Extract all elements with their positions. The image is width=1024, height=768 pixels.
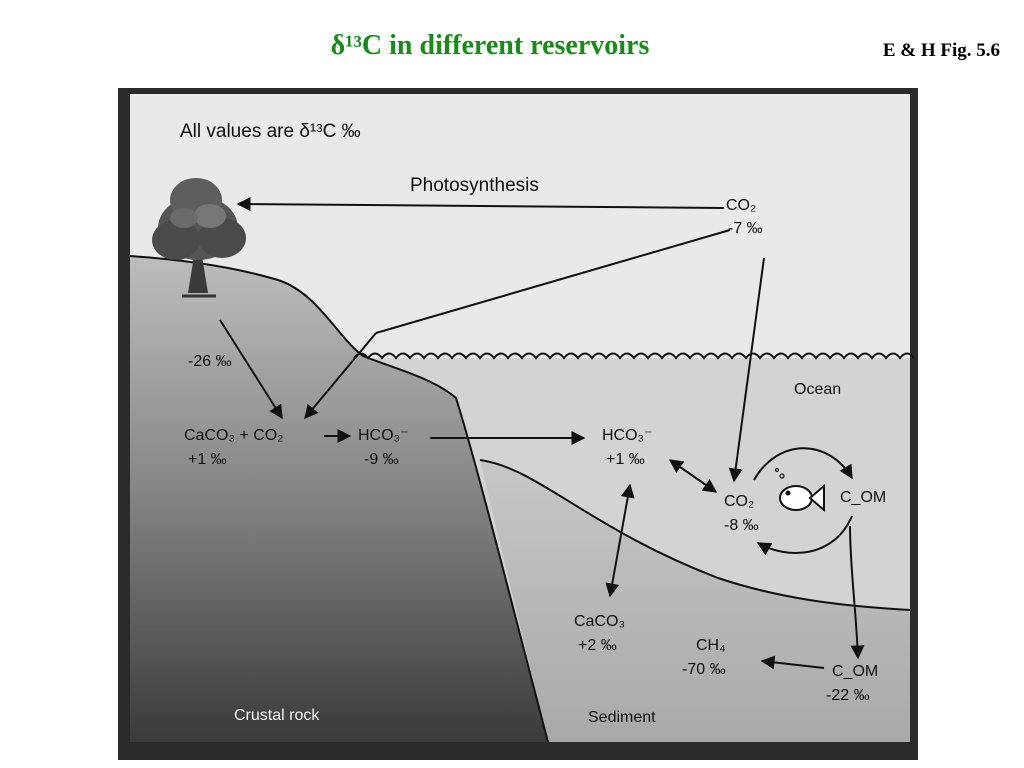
ocean-co2-species: CO₂ [724, 493, 755, 510]
com-to-ch4-arrow [760, 655, 825, 670]
atm-to-ocean-co2-arrow [728, 257, 765, 483]
co2-to-weathering-arrow [304, 332, 377, 420]
sediment-label: Sediment [588, 709, 656, 726]
atm-co2-value: -7 ‰ [728, 220, 763, 237]
com-to-co2-cycle-arrow [756, 515, 853, 556]
crustal-rock-label: Crustal rock [234, 707, 320, 724]
co2-to-weathering-line [375, 229, 731, 334]
figure-reference: E & H Fig. 5.6 [882, 40, 1000, 61]
sed-ch4-species: CH₄ [696, 637, 726, 654]
hco3-co2-exchange-arrow [668, 459, 718, 493]
photosynthesis-label: Photosynthesis [410, 175, 539, 196]
ocean-label: Ocean [794, 381, 842, 398]
sed-caco3-value: +2 ‰ [578, 637, 617, 654]
sed-ch4-value: -70 ‰ [682, 661, 726, 678]
plant-to-weathering-arrow [219, 319, 283, 420]
sed-caco3-species: CaCO₃ [574, 613, 625, 630]
sed-com-species: C_OM [832, 663, 879, 680]
carbon-reservoir-diagram: All values are δ¹³C ‰ Photosynthesis CO₂… [118, 88, 918, 760]
river-hco3-species: HCO₃⁻ [358, 427, 409, 444]
co2-to-com-cycle-arrow [753, 447, 853, 481]
photosynthesis-arrow [236, 197, 725, 212]
ocean-com-species: C_OM [840, 489, 887, 506]
fish-icon [774, 467, 825, 513]
plant-value: -26 ‰ [188, 353, 232, 370]
diagram-canvas [129, 94, 915, 743]
ocean-hco3-value: +1 ‰ [606, 451, 645, 468]
page-title: δ¹³C in different reservoirs [330, 30, 650, 61]
com-burial-arrow [849, 525, 865, 660]
sediment-region [480, 460, 910, 742]
hco3-caco3-exchange-arrow [605, 483, 635, 598]
water-surface [353, 352, 915, 360]
ocean-co2-value: -8 ‰ [724, 517, 759, 534]
river-hco3-value: -9 ‰ [364, 451, 399, 468]
atm-co2-species: CO₂ [726, 197, 757, 214]
weathering-species: CaCO₃ + CO₂ [184, 427, 284, 444]
sed-com-value: -22 ‰ [826, 687, 870, 704]
land-surface-line [129, 255, 549, 743]
tree-icon [152, 178, 246, 298]
weathering-value: +1 ‰ [188, 451, 227, 468]
ocean-hco3-species: HCO₃⁻ [602, 427, 653, 444]
crust-region [130, 256, 548, 742]
sediment-surface-line [479, 459, 911, 611]
units-note: All values are δ¹³C ‰ [180, 121, 361, 142]
